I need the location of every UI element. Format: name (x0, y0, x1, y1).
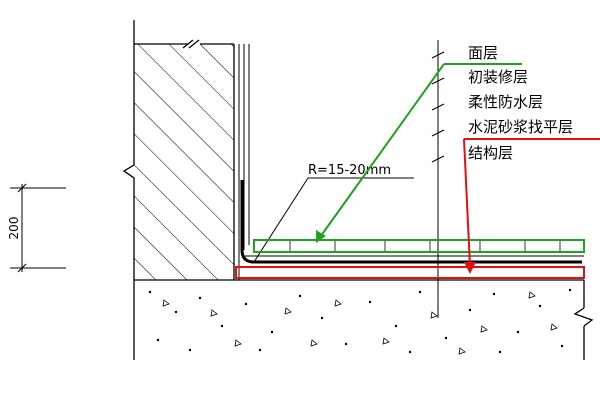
label-finishing-layer: 初装修层 (468, 68, 528, 86)
radius-note: R=15-20mm (308, 163, 391, 178)
label-cement-leveling-layer: 水泥砂浆找平层 (468, 118, 573, 136)
radius-annotation: R=15-20mm (253, 163, 414, 263)
height-dimension: 200 (7, 183, 66, 273)
red-highlight (235, 138, 600, 279)
label-surface-layer: 面层 (468, 44, 498, 62)
layer-legend: 面层 初装修层 柔性防水层 水泥砂浆找平层 结构层 (431, 40, 573, 318)
wall-structure (122, 20, 235, 280)
green-highlight (253, 63, 585, 253)
label-flexible-waterproof-layer: 柔性防水层 (468, 93, 543, 111)
concrete-slab (133, 279, 594, 360)
surface-layer (253, 239, 585, 253)
height-dimension-value: 200 (7, 217, 21, 240)
label-structural-layer: 结构层 (468, 144, 513, 162)
wall-finish-lines (238, 44, 250, 280)
waterproof-membrane (240, 180, 582, 264)
